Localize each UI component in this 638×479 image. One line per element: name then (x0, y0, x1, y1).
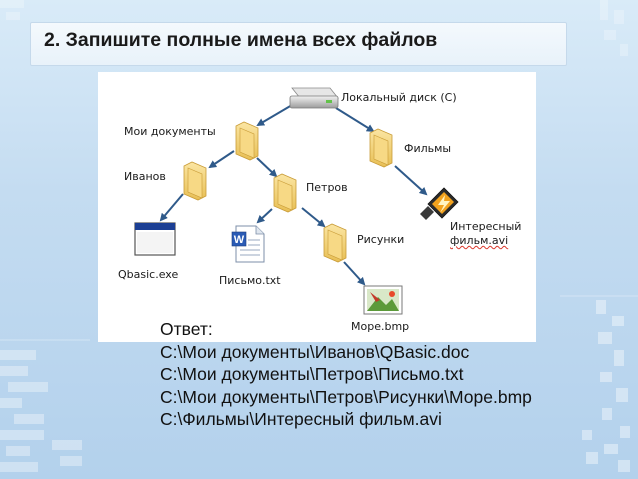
label-interesting-film-line2: фильм.avi (450, 234, 509, 247)
answer-line: C:\Мои документы\Иванов\QBasic.doc (160, 341, 470, 362)
tree-connectors (159, 104, 428, 286)
label-petrov: Петров (306, 181, 348, 194)
label-sea-bmp: Море.bmp (351, 320, 410, 333)
label-my-documents: Мои документы (124, 125, 216, 138)
hard-drive-icon[interactable] (289, 87, 339, 109)
label-interesting-film-line1: Интересный (450, 220, 522, 233)
folder-icon-drawings[interactable] (323, 223, 347, 263)
word-document-icon[interactable]: W (231, 225, 265, 263)
label-drawings: Рисунки (357, 233, 405, 246)
folder-icon-my-documents[interactable] (235, 121, 259, 161)
connector-drawings-sea (343, 261, 366, 286)
slide-title: 2. Запишите полные имена всех файлов (44, 29, 438, 51)
answer-block: Ответ: C:\Мои документы\Иванов\QBasic.do… (160, 318, 532, 431)
connector-drive-films (335, 107, 375, 133)
connector-my-documents-ivanov (208, 150, 235, 169)
image-file-icon[interactable] (363, 285, 403, 315)
folder-icon-petrov[interactable] (273, 173, 297, 213)
answer-line: C:\Мои документы\Петров\Рисунки\Море.bmp (160, 386, 532, 407)
folder-icon-ivanov[interactable] (183, 161, 207, 201)
label-letter-txt: Письмо.txt (219, 274, 281, 287)
executable-window-icon[interactable] (134, 222, 176, 256)
connector-drive-my-documents (256, 104, 293, 127)
label-ivanov: Иванов (124, 170, 166, 183)
label-local-drive: Локальный диск (C) (341, 91, 457, 104)
label-films: Фильмы (404, 142, 452, 155)
answer-line: C:\Фильмы\Интересный фильм.avi (160, 409, 442, 429)
video-file-icon[interactable] (420, 187, 459, 220)
svg-text:W: W (234, 234, 245, 246)
answer-heading: Ответ: (160, 319, 213, 339)
connector-films-film (394, 165, 428, 196)
title-bar (30, 22, 567, 66)
folder-icon-films[interactable] (369, 128, 393, 168)
connector-my-documents-petrov (256, 157, 278, 178)
connector-ivanov-qbasic (159, 193, 184, 222)
label-qbasic-exe: Qbasic.exe (118, 268, 179, 281)
connector-petrov-drawings (301, 207, 326, 228)
answer-line: C:\Мои документы\Петров\Письмо.txt (160, 364, 464, 384)
connector-petrov-letter (256, 208, 273, 224)
